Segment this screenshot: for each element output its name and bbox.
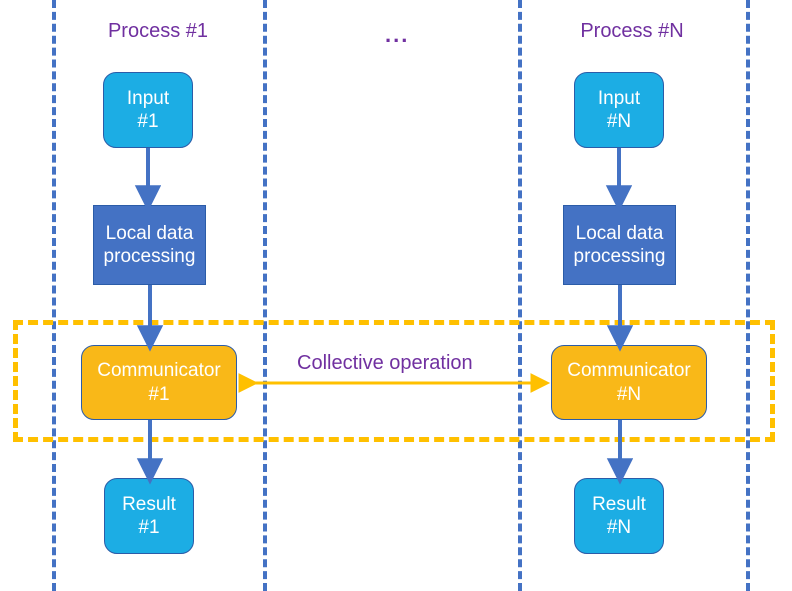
local-data-processing-node-n-line1: Local data bbox=[575, 222, 664, 244]
communicator-node-1-line1: Communicator bbox=[97, 360, 221, 382]
collective-operation-label: Collective operation bbox=[297, 352, 473, 374]
communicator-node-n-line1: Communicator bbox=[567, 360, 691, 382]
result-node-1-line1: Result bbox=[122, 493, 176, 515]
result-node-n-line1: Result bbox=[592, 493, 646, 515]
communicator-node-n-line2: #N bbox=[616, 383, 642, 405]
input-node-n-line1: Input bbox=[597, 87, 641, 109]
communicator-node-n[interactable]: Communicator #N bbox=[551, 345, 707, 420]
result-node-1[interactable]: Result #1 bbox=[104, 478, 194, 554]
collective-operation-region bbox=[13, 320, 775, 442]
local-data-processing-node-n[interactable]: Local data processing bbox=[563, 205, 676, 285]
ellipsis-label: ... bbox=[385, 22, 410, 47]
local-data-processing-node-1-line1: Local data bbox=[105, 222, 194, 244]
communicator-node-1-line2: #1 bbox=[148, 383, 170, 405]
input-node-1-line2: #1 bbox=[137, 111, 159, 132]
communicator-node-1[interactable]: Communicator #1 bbox=[81, 345, 237, 420]
input-node-n-line2: #N bbox=[606, 111, 632, 132]
input-node-1[interactable]: Input #1 bbox=[103, 72, 193, 148]
local-data-processing-node-1[interactable]: Local data processing bbox=[93, 205, 206, 285]
input-node-1-line1: Input bbox=[126, 87, 170, 109]
lane-divider-1 bbox=[52, 0, 56, 591]
input-node-n[interactable]: Input #N bbox=[574, 72, 664, 148]
local-data-processing-node-1-line2: processing bbox=[103, 246, 196, 267]
result-node-n[interactable]: Result #N bbox=[574, 478, 664, 554]
lane-divider-3 bbox=[518, 0, 522, 591]
process-n-title: Process #N bbox=[580, 20, 684, 42]
local-data-processing-node-n-line2: processing bbox=[573, 246, 666, 267]
process-1-title: Process #1 bbox=[107, 20, 209, 42]
result-node-n-line2: #N bbox=[606, 517, 632, 538]
lane-divider-4 bbox=[746, 0, 750, 591]
result-node-1-line2: #1 bbox=[138, 517, 160, 538]
lane-divider-2 bbox=[263, 0, 267, 591]
